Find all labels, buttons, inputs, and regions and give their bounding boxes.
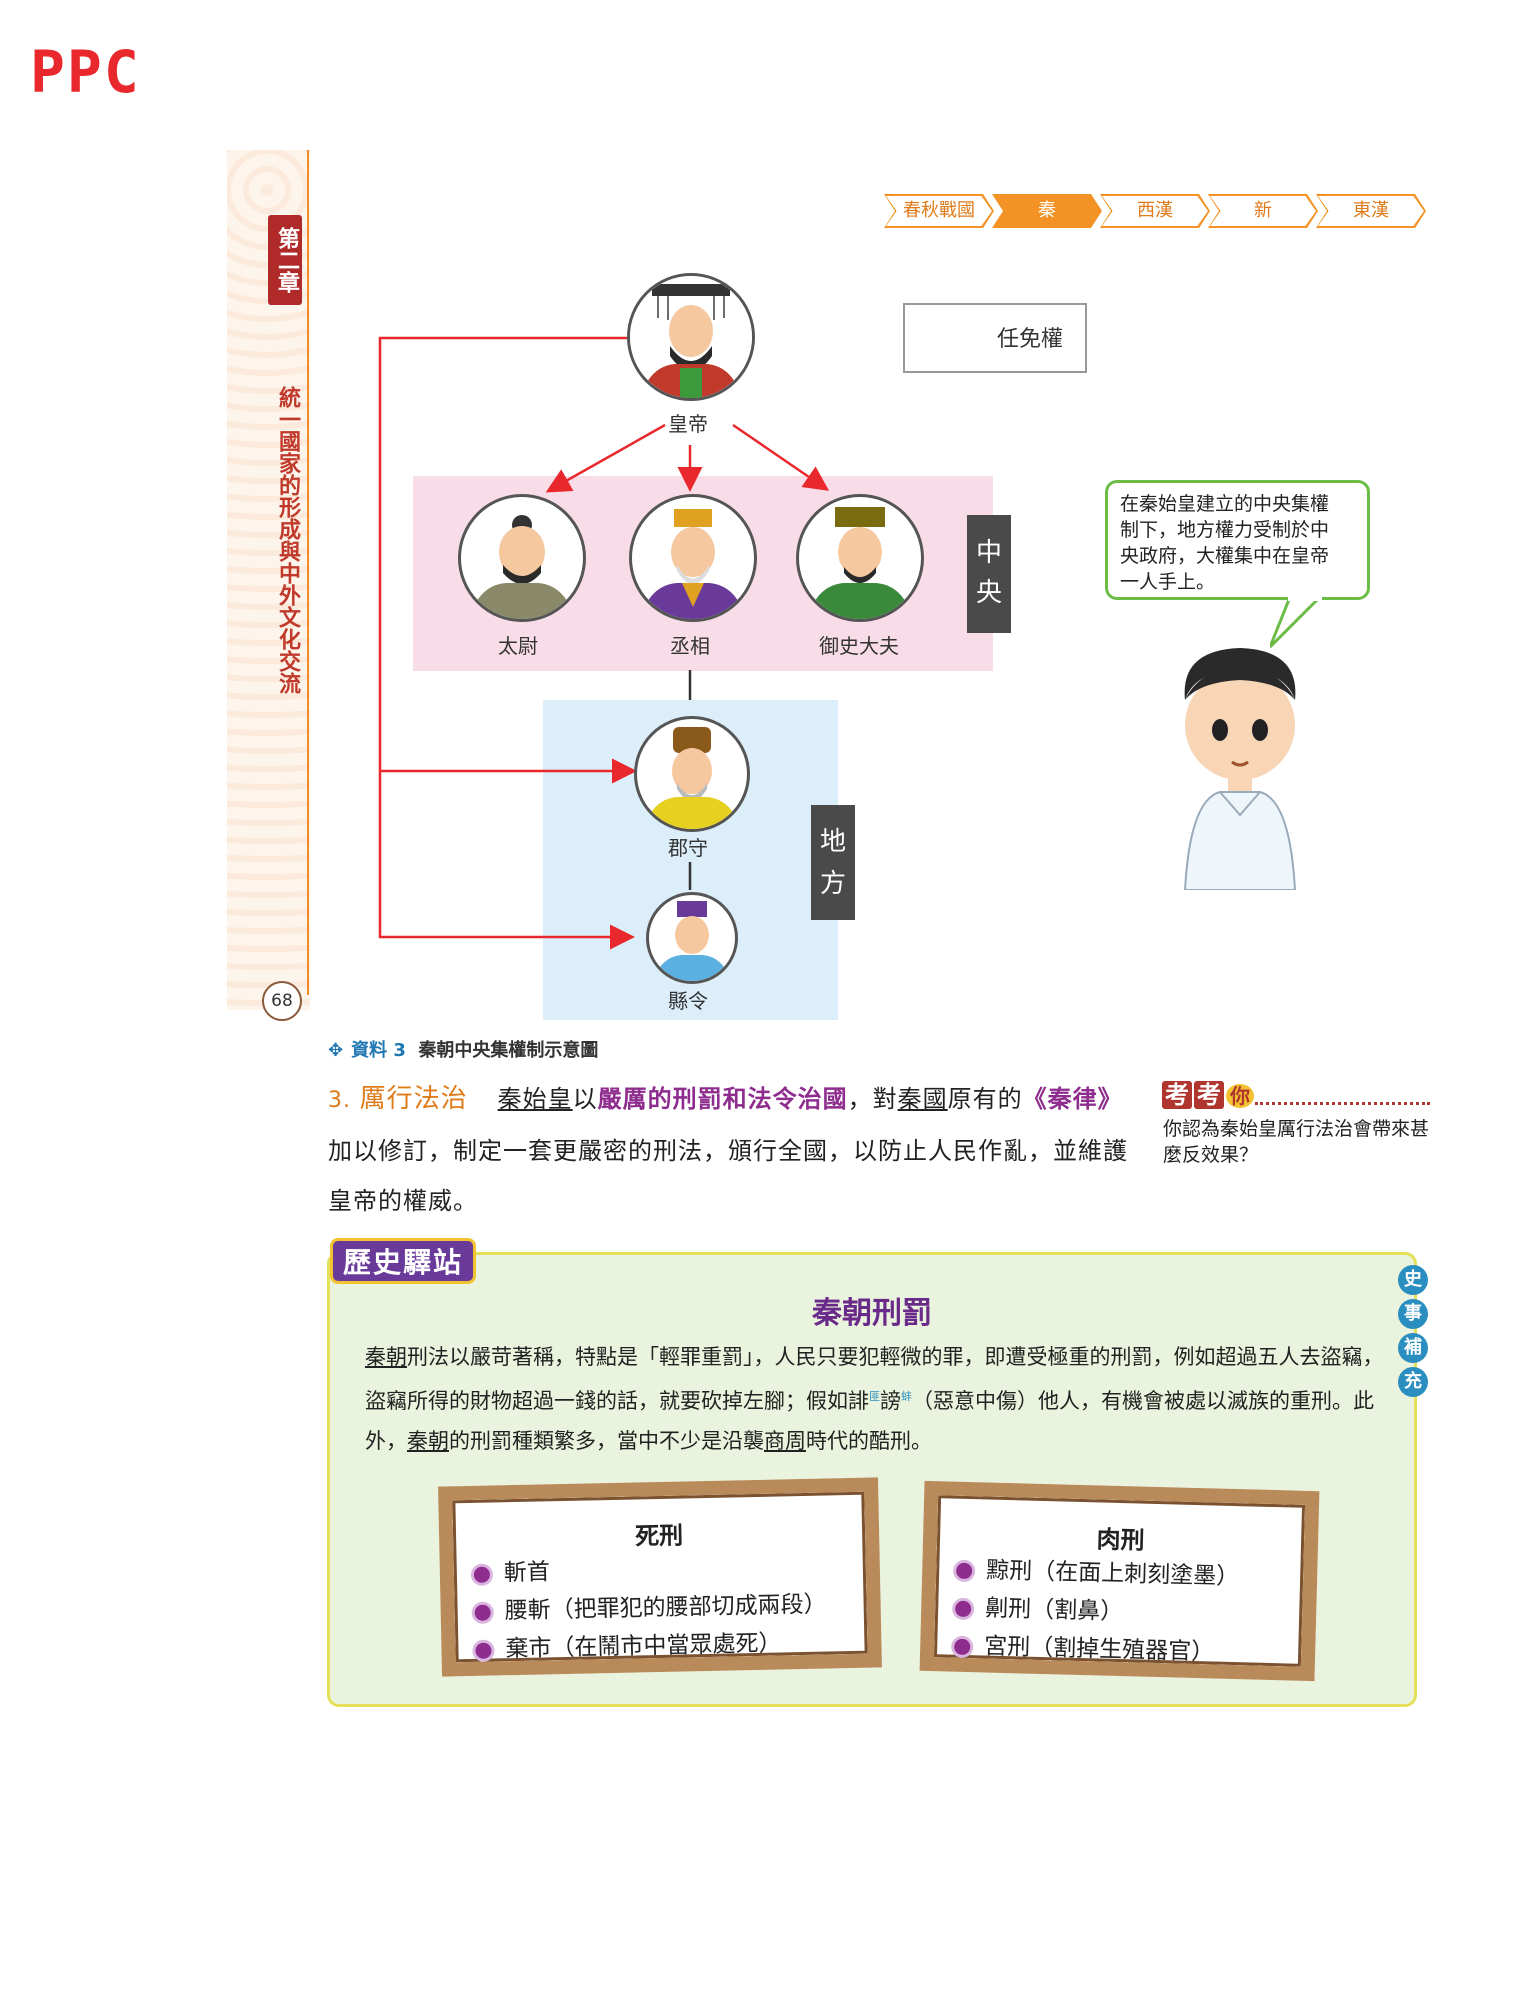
side-tag-3: 補 [1398, 1333, 1428, 1363]
quiz-badge-char: 考 [1194, 1081, 1224, 1109]
body-text: （惡意中傷）他人，有機會被處以滅族的重刑。此外， [365, 1389, 1374, 1453]
death-penalty-scroll: 死刑 斬首 腰斬（把罪犯的腰部切成兩段） 棄市（在鬧市中當眾處死） [438, 1477, 882, 1677]
timeline-item-xin[interactable]: 新 [1208, 194, 1318, 228]
local-tag-char-2: 方 [819, 869, 846, 899]
caption-marker: ✥ [328, 1040, 344, 1061]
timeline-item-western-han[interactable]: 西漢 [1100, 194, 1210, 228]
side-tag-1: 史 [1398, 1265, 1428, 1295]
quiz-badge-char: 考 [1162, 1081, 1192, 1109]
corporal-penalty-item: 宮刑（割掉生殖器官） [948, 1627, 1288, 1674]
commandery-governor-label: 郡守 [668, 836, 708, 860]
section-heading: 厲行法治 [359, 1084, 468, 1114]
chancellor-label: 丞相 [670, 634, 710, 658]
body-text: 謗 [880, 1389, 901, 1413]
chapter-badge: 第二章 [268, 215, 302, 305]
body-text: 刑法以嚴苛著稱，特點是「輕罪重罰」，人民只要犯輕微的罪，即遭受極重的刑罰，例如超… [365, 1345, 1384, 1413]
quiz-badge-char: 你 [1226, 1084, 1254, 1108]
taiwei-label: 太尉 [498, 634, 538, 658]
key-phrase-2: 《秦律》 [1022, 1084, 1123, 1113]
body-text: 時代的酷刑。 [806, 1429, 932, 1453]
commandery-governor-portrait [634, 716, 750, 832]
censor-portrait [796, 494, 924, 622]
paragraph-text: 原有的 [947, 1085, 1023, 1113]
emperor-label: 皇帝 [668, 412, 708, 436]
chancellor-portrait [629, 494, 757, 622]
qin-shi-huang-term: 秦始皇 [497, 1085, 573, 1113]
bubble-tail [1270, 597, 1322, 649]
bubble-line-2: 制下，地方權力受制於中 [1120, 519, 1330, 541]
page-number: 68 [262, 981, 302, 1021]
qin-dynasty-term: 秦朝 [365, 1345, 407, 1369]
timeline-item-spring-autumn[interactable]: 春秋戰國 [884, 194, 994, 228]
timeline-item-qin[interactable]: 秦 [992, 194, 1102, 228]
qin-state-term: 秦國 [897, 1085, 948, 1113]
central-tag-char-2: 央 [975, 578, 1002, 608]
side-tag-2: 事 [1398, 1299, 1428, 1329]
history-station-badge: 歷史驛站 [330, 1238, 477, 1284]
paragraph-text: 加以修訂，制定一套更嚴密的刑法，頒行全國，以防止人民作亂，並維護皇帝的權威。 [328, 1137, 1128, 1215]
body-text: 的刑罰種類繁多，當中不少是沿襲 [449, 1429, 764, 1453]
student-illustration [1183, 648, 1297, 890]
station-body: 秦朝刑法以嚴苛著稱，特點是「輕罪重罰」，人民只要犯輕微的罪，即遭受極重的刑罰，例… [365, 1337, 1385, 1461]
taiwei-portrait [458, 494, 586, 622]
legend-label: 任免權 [997, 327, 1064, 352]
dynasty-timeline: 春秋戰國 秦 西漢 新 東漢 [884, 194, 1426, 228]
caption-title: 秦朝中央集權制示意圖 [418, 1040, 599, 1061]
local-tag: 地 方 [811, 805, 855, 920]
side-tag-4: 充 [1398, 1367, 1428, 1397]
central-tag-char-1: 中 [975, 538, 1002, 568]
section-3-paragraph: 3. 厲行法治 秦始皇以嚴厲的刑罰和法令治國，對秦國原有的《秦律》加以修訂，制定一… [328, 1074, 1128, 1226]
paragraph-text: 以 [572, 1085, 598, 1113]
bubble-line-4: 一人手上。 [1120, 571, 1216, 593]
pronunciation-note: 匪 [869, 1390, 880, 1403]
quiz-question: 你認為秦始皇厲行法治會帶來甚麼反效果？ [1163, 1118, 1430, 1166]
station-title: 秦朝刑罰 [812, 1296, 932, 1331]
quiz-badge: 考考你 [1162, 1075, 1254, 1110]
speech-bubble: 在秦始皇建立的中央集權 制下，地方權力受制於中 央政府，大權集中在皇帝 一人手上… [1105, 480, 1370, 600]
censor-label: 御史大夫 [819, 634, 899, 658]
county-magistrate-portrait [646, 892, 738, 984]
county-magistrate-label: 縣令 [668, 989, 708, 1013]
bubble-line-3: 央政府，大權集中在皇帝 [1120, 545, 1330, 567]
brand-logo: PPC [30, 38, 141, 106]
chapter-title: 統一國家的形成與中外文化交流 [275, 386, 301, 694]
chapter-strip-divider [307, 150, 309, 995]
shang-zhou-term: 商周 [764, 1429, 806, 1453]
local-tag-char-1: 地 [819, 827, 846, 857]
corporal-penalty-scroll: 肉刑 黥刑（在面上刺刻塗墨） 劓刑（割鼻） 宮刑（割掉生殖器官） [919, 1480, 1320, 1682]
central-tag: 中 央 [967, 515, 1011, 633]
caption-source: 資料 3 [351, 1040, 406, 1061]
figure-caption: ✥ 資料 3 秦朝中央集權制示意圖 [328, 1036, 598, 1062]
section-number: 3. [328, 1088, 351, 1113]
emperor-portrait [627, 273, 755, 401]
key-phrase-1: 嚴厲的刑罰和法令治國 [597, 1084, 848, 1113]
diagram-legend: 任免權 [903, 303, 1087, 373]
quiz-divider [1255, 1102, 1430, 1105]
bubble-line-1: 在秦始皇建立的中央集權 [1120, 493, 1330, 515]
pronunciation-note: 蚌 [901, 1390, 912, 1403]
qin-dynasty-term: 秦朝 [407, 1429, 449, 1453]
timeline-item-eastern-han[interactable]: 東漢 [1316, 194, 1426, 228]
death-penalty-item: 棄市（在鬧市中當眾處死） [469, 1623, 854, 1669]
paragraph-text: ，對 [847, 1085, 898, 1113]
